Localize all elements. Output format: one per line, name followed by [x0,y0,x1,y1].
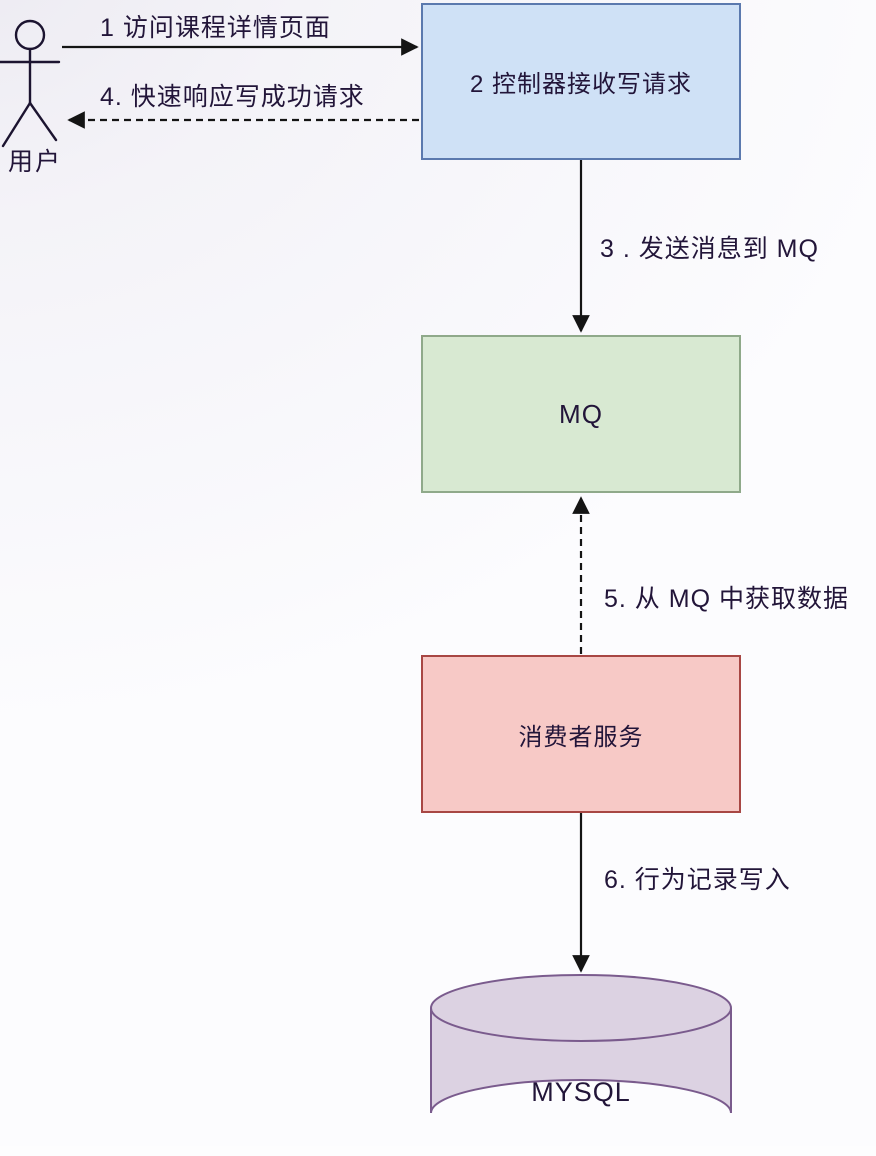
node-controller-label: 2 控制器接收写请求 [469,71,692,98]
bottom-margin-strip [0,1146,876,1156]
node-mq: MQ [421,335,741,493]
node-mq-label: MQ [559,398,603,429]
actor-right-leg [28,101,58,142]
cylinder-top [430,974,732,1042]
edge-label-step4: 4. 快速响应写成功请求 [100,83,365,111]
node-mysql-label: MYSQL [531,1077,631,1107]
node-controller: 2 控制器接收写请求 [421,3,741,160]
node-consumer-label: 消费者服务 [518,723,644,751]
actor-label: 用户 [8,148,63,176]
edge-label-step5: 5. 从 MQ 中获取数据 [604,585,849,613]
user-actor-icon [0,19,61,148]
edge-label-step6: 6. 行为记录写入 [604,866,791,894]
node-consumer: 消费者服务 [421,655,741,813]
actor-left-leg [1,101,32,148]
database-cylinder-icon [430,974,732,1114]
edge-label-step1: 1 访问课程详情页面 [100,14,331,42]
actor-head [14,19,46,51]
edge-label-step3: 3 . 发送消息到 MQ [600,235,819,263]
